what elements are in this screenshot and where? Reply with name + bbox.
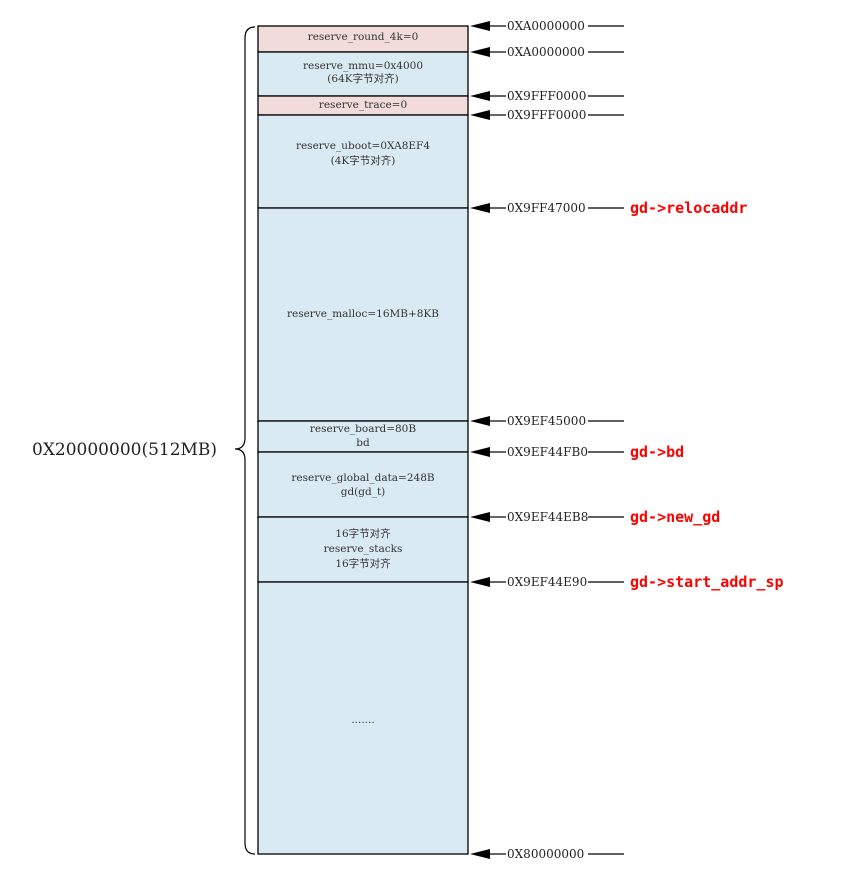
address-marker: 0X9EF44E90 gd->start_addr_sp	[470, 573, 784, 591]
block-global-data	[257, 451, 469, 518]
address-label: 0X9EF44EB8	[507, 510, 588, 524]
total-size-label: 0X20000000(512MB)	[32, 440, 217, 460]
address-label: 0X9EF44E90	[507, 575, 587, 589]
pointer-label: gd->bd	[630, 443, 684, 461]
address-marker: 0X9FFF0000	[470, 89, 624, 103]
block-mmu-label: reserve_mmu=0x4000	[303, 60, 423, 72]
address-label: 0XA0000000	[507, 19, 585, 33]
pointer-label: gd->new_gd	[630, 508, 720, 526]
block-free-label: .......	[351, 714, 374, 726]
block-round-4k	[257, 25, 469, 53]
arrow-left-icon	[470, 110, 490, 120]
arrow-left-icon	[470, 447, 490, 457]
address-marker: 0X9FF47000 gd->relocaddr	[470, 199, 747, 217]
block-mmu	[257, 51, 469, 97]
block-board-label: reserve_board=80B	[310, 423, 416, 435]
block-global-data-label: reserve_global_data=248B	[291, 472, 435, 484]
block-malloc	[257, 207, 469, 422]
pointer-label: gd->start_addr_sp	[630, 573, 784, 591]
address-marker: 0X9FFF0000	[470, 108, 624, 122]
address-marker: 0XA0000000	[470, 45, 624, 59]
address-label: 0X9EF45000	[507, 414, 586, 428]
arrow-left-icon	[470, 91, 490, 101]
arrow-left-icon	[470, 47, 490, 57]
address-label: 0X9FFF0000	[507, 108, 586, 122]
block-uboot-label: reserve_uboot=0XA8EF4	[296, 140, 430, 152]
address-label: 0X80000000	[507, 847, 584, 861]
block-round-4k-label: reserve_round_4k=0	[308, 31, 419, 43]
block-uboot-label: (4K字节对齐)	[331, 154, 396, 167]
arrow-left-icon	[470, 577, 490, 587]
block-global-data-label: gd(gd_t)	[341, 486, 386, 498]
arrow-left-icon	[470, 849, 490, 859]
block-malloc-label: reserve_malloc=16MB+8KB	[287, 308, 439, 320]
size-brace	[234, 26, 256, 855]
block-mmu-label: (64K字节对齐)	[327, 72, 398, 85]
block-stacks-label: 16字节对齐	[335, 557, 391, 570]
block-stacks-label: 16字节对齐	[335, 527, 391, 540]
address-label: 0X9EF44FB0	[507, 445, 588, 459]
block-stacks-label: reserve_stacks	[324, 543, 403, 555]
block-board-label: bd	[356, 437, 370, 449]
arrow-left-icon	[470, 512, 490, 522]
address-label: 0XA0000000	[507, 45, 585, 59]
address-markers: 0XA0000000 0XA0000000 0X9FFF0000 0X9FFF0000…	[470, 19, 784, 861]
memory-blocks: reserve_round_4k=0 reserve_mmu=0x4000(64K…	[257, 25, 469, 855]
arrow-left-icon	[470, 21, 490, 31]
block-free	[257, 581, 469, 855]
address-marker: 0X80000000	[470, 847, 624, 861]
block-uboot	[257, 114, 469, 209]
address-marker: 0XA0000000	[470, 19, 624, 33]
address-marker: 0X9EF44FB0 gd->bd	[470, 443, 684, 461]
block-trace-label: reserve_trace=0	[319, 99, 407, 111]
arrow-left-icon	[470, 416, 490, 426]
address-label: 0X9FFF0000	[507, 89, 586, 103]
arrow-left-icon	[470, 203, 490, 213]
pointer-label: gd->relocaddr	[630, 199, 747, 217]
address-marker: 0X9EF44EB8 gd->new_gd	[470, 508, 720, 526]
address-label: 0X9FF47000	[507, 201, 586, 215]
address-marker: 0X9EF45000	[470, 414, 624, 428]
